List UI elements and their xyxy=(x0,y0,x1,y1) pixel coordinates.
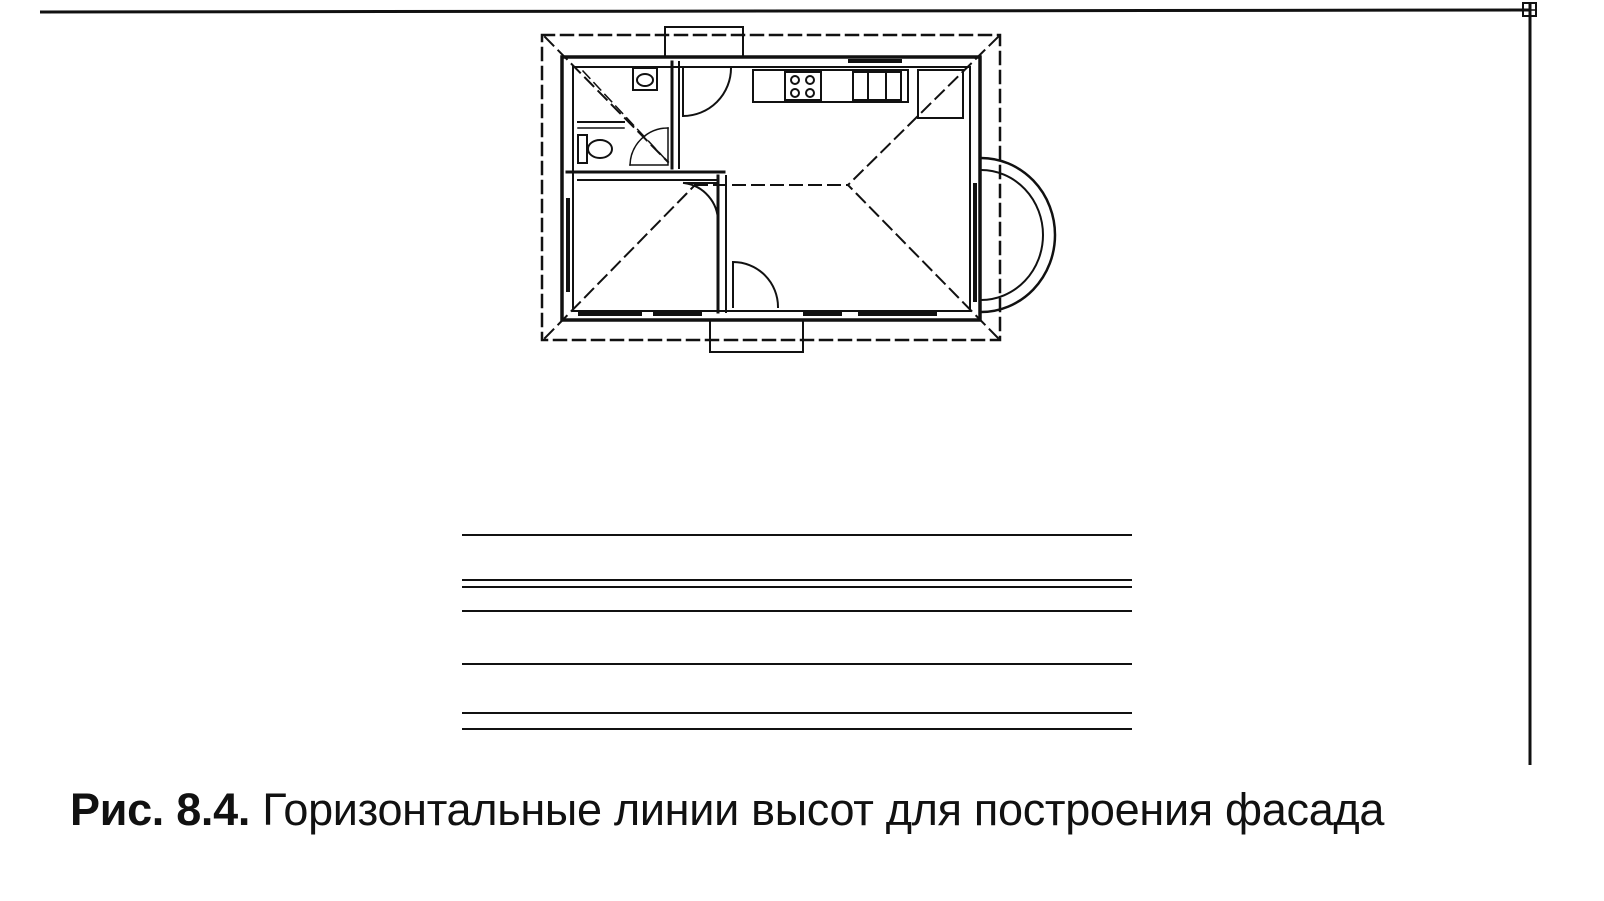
top-door-swing xyxy=(682,66,733,118)
interior-walls xyxy=(565,60,727,314)
outer-wall-inner xyxy=(572,66,971,312)
figure-caption: Рис. 8.4. Горизонтальные линии высот для… xyxy=(70,780,1560,840)
windows xyxy=(566,59,977,316)
kitchen-counter xyxy=(752,69,964,119)
toilet-tank xyxy=(577,134,588,164)
floor-plan xyxy=(540,26,1057,353)
stove xyxy=(784,71,822,101)
bathroom-door-swing xyxy=(629,127,669,166)
figure-caption-text: Горизонтальные линии высот для построени… xyxy=(262,784,1385,835)
toilet-bowl xyxy=(587,139,613,159)
bedroom-door-swing xyxy=(682,181,720,223)
bathroom-fixtures xyxy=(577,67,670,166)
kitchen-sink xyxy=(852,71,902,101)
sink xyxy=(632,67,658,91)
bottom-porch xyxy=(709,319,804,353)
top-porch xyxy=(664,26,744,58)
drawing-frame xyxy=(39,2,1537,765)
frame-top-line xyxy=(39,8,1531,14)
top-entrance xyxy=(664,26,744,118)
height-lines xyxy=(462,534,1132,730)
roof-hip-lines xyxy=(543,35,1000,340)
bottom-entrance xyxy=(709,260,804,353)
figure-number: Рис. 8.4. xyxy=(70,784,251,835)
roof-outline xyxy=(540,33,1002,342)
bay-terrace xyxy=(979,156,1057,314)
bottom-door-swing xyxy=(732,260,780,309)
